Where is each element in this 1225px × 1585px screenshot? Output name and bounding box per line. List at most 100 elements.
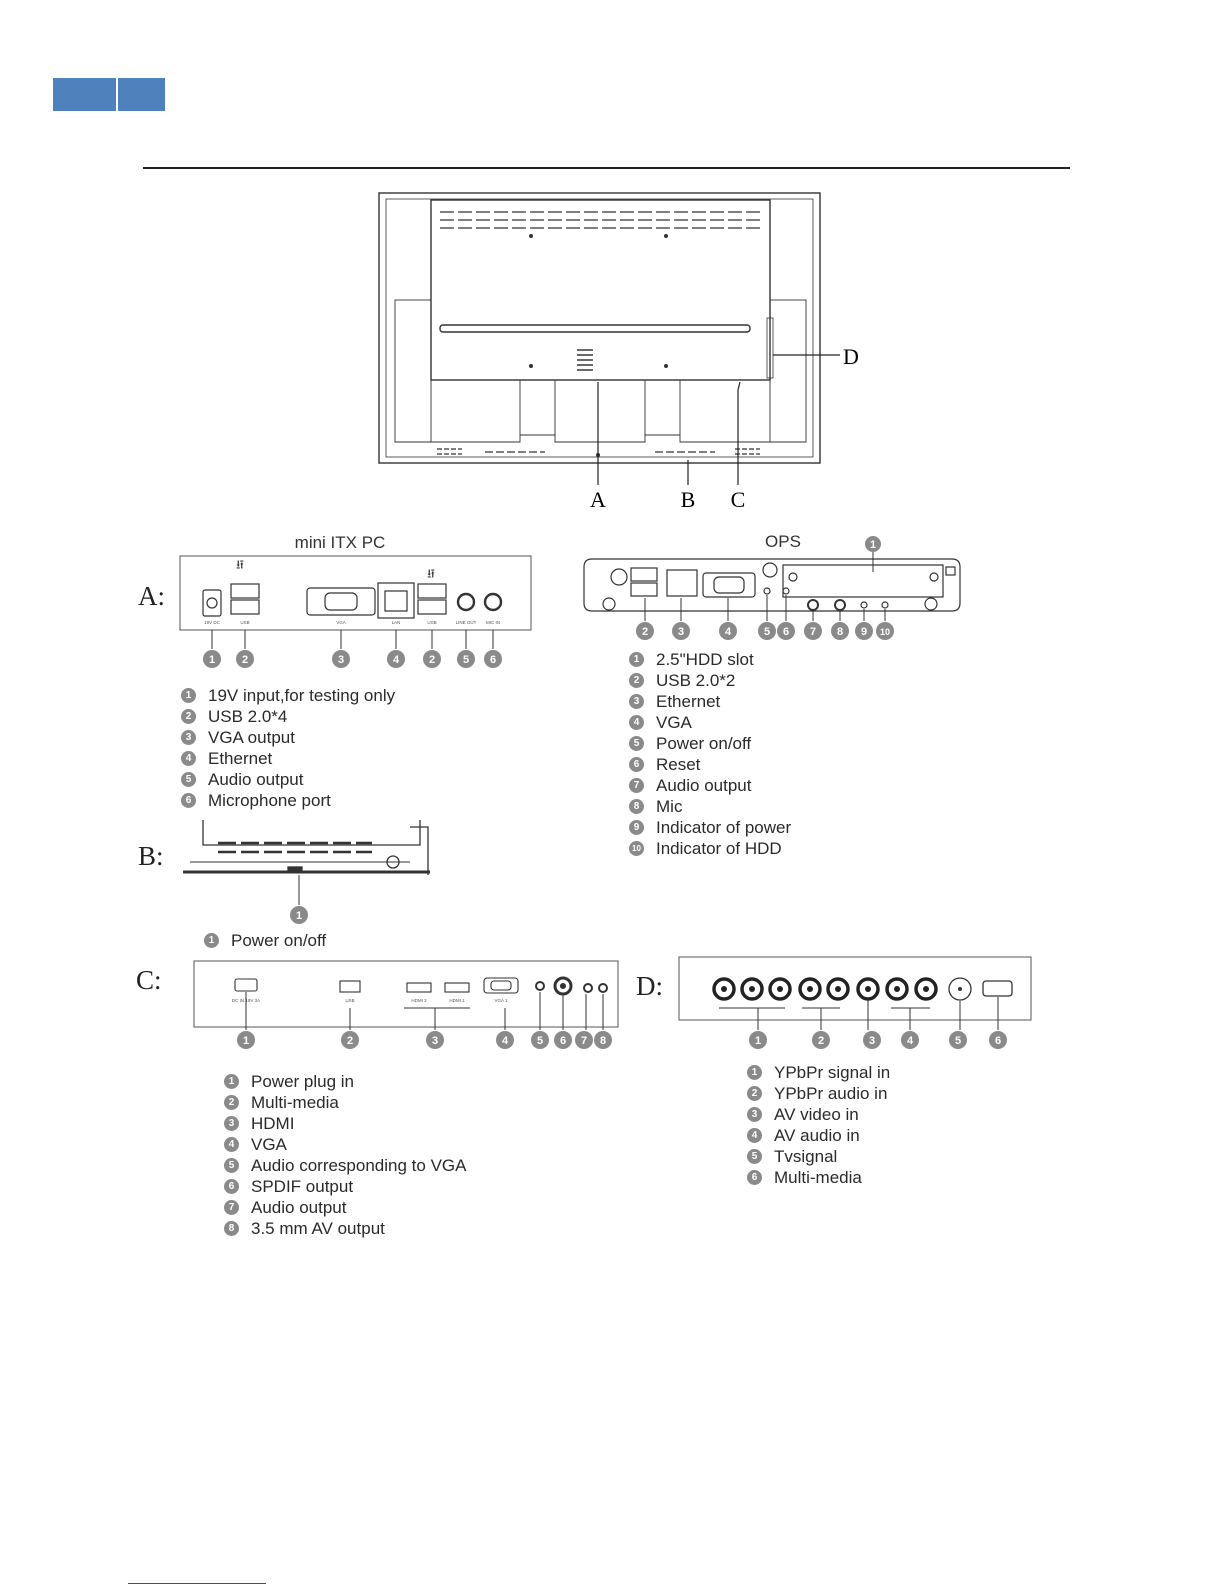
port-label-c3: HDMI 2	[411, 998, 427, 1003]
section-label-c: C:	[136, 965, 162, 995]
num-d-4: 4	[907, 1035, 914, 1047]
usb-symbol-a1: ⭿	[236, 558, 244, 572]
line-out-jack	[456, 592, 476, 612]
mic-in-jack	[483, 592, 503, 612]
stand-left	[519, 379, 556, 436]
num-a2: 2	[242, 654, 248, 666]
port-label-c4: HDMI 1	[449, 998, 465, 1003]
section-label-a: A:	[138, 581, 165, 611]
num-ops-10: 10	[880, 627, 890, 637]
d-usb	[982, 980, 1013, 997]
panel-a-title: mini ITX PC	[295, 533, 386, 552]
num-a1: 1	[209, 654, 215, 666]
port-label-a2: USB	[240, 620, 249, 625]
num-d-1: 1	[755, 1035, 761, 1047]
num-c-3: 3	[432, 1035, 438, 1047]
ops-antenna-1	[610, 568, 628, 586]
header-rule	[143, 167, 1070, 169]
header-block-right	[118, 78, 165, 111]
panel-ops-title: OPS	[765, 532, 801, 551]
num-c-8: 8	[600, 1035, 606, 1047]
footer-rule	[128, 1583, 266, 1584]
ops-lan	[666, 569, 698, 597]
right-leg	[769, 299, 807, 443]
dc-jack	[202, 589, 222, 617]
stand-right	[644, 379, 681, 436]
ops-box	[583, 558, 961, 612]
panel-b-diagram: B: 1	[138, 820, 430, 924]
callout-lines	[597, 354, 840, 485]
num-d-2: 2	[818, 1035, 824, 1047]
num-ops-5: 5	[764, 626, 770, 638]
port-label-a6: LINE OUT	[456, 620, 477, 625]
num-a6: 5	[463, 654, 469, 666]
num-ops-6: 6	[783, 626, 789, 638]
usb-symbol-a2: ⭿	[427, 567, 435, 581]
section-label-d: D:	[636, 971, 663, 1001]
num-a7: 6	[490, 654, 496, 666]
c-vga	[483, 977, 519, 994]
callout-a: A	[590, 487, 606, 512]
vent-center	[577, 349, 593, 371]
monitor-inner-frame	[385, 198, 814, 458]
panel-ops-diagram: OPS 1 2 3 4 5 6 7 8 9 10	[583, 532, 961, 640]
num-c-1: 1	[243, 1035, 249, 1047]
header-block-left	[53, 78, 116, 111]
port-label-a5: USB	[427, 620, 436, 625]
panel-d-diagram: D: 1 2 3 4 5 6	[636, 956, 1032, 1049]
c-hdmi-2	[406, 982, 432, 993]
port-label-a7: MIC IN	[486, 620, 500, 625]
num-ops-1: 1	[870, 539, 876, 551]
num-a5: 2	[429, 654, 435, 666]
num-c-4: 4	[502, 1035, 509, 1047]
num-c-7: 7	[581, 1035, 587, 1047]
lan-port-a	[377, 582, 415, 619]
monitor-rear-diagram: A B C D	[378, 192, 859, 512]
section-label-b: B:	[138, 841, 164, 871]
usb-port-a1	[230, 583, 260, 599]
monitor-outer-frame	[378, 192, 821, 464]
panel-b-frame	[202, 820, 421, 846]
ops-screw-2	[924, 597, 938, 611]
vga-port-a	[306, 587, 376, 616]
num-ops-2: 2	[642, 626, 648, 638]
port-label-a4: LAN	[392, 620, 401, 625]
ops-antenna-2	[762, 562, 778, 578]
screw-marks	[529, 234, 668, 457]
vent-top	[440, 211, 760, 229]
port-label-a3: VGA	[336, 620, 346, 625]
left-leg	[394, 299, 432, 443]
vent-bottom	[437, 448, 760, 455]
c-usb	[339, 980, 361, 993]
port-label-a1: 19V DC	[204, 620, 221, 625]
callout-c: C	[731, 487, 746, 512]
num-d-3: 3	[869, 1035, 875, 1047]
port-label-c5: VGA 1	[494, 998, 508, 1003]
num-ops-8: 8	[837, 626, 843, 638]
num-ops-7: 7	[810, 626, 816, 638]
